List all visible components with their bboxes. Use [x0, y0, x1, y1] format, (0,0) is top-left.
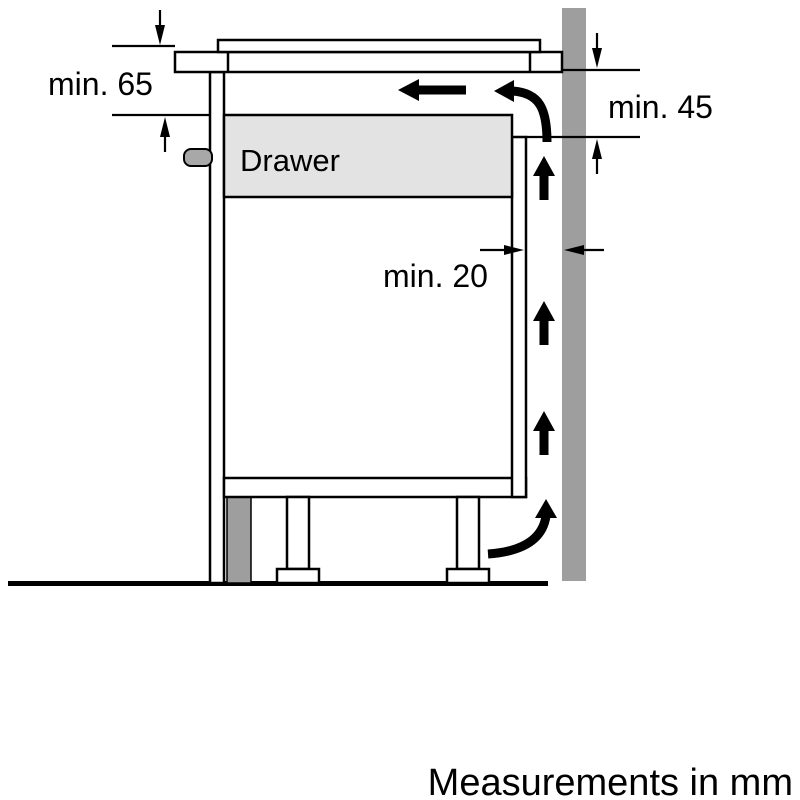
arrow-left-icon [398, 79, 419, 101]
arrow-up-icon [592, 139, 602, 159]
airflow-arrow-up-3 [533, 411, 555, 455]
leg-foot [445, 567, 491, 585]
mounting-bracket [183, 148, 213, 167]
arrow-right-icon [504, 245, 524, 255]
wall [562, 8, 586, 581]
dimension-min-20: min. 20 [383, 245, 604, 294]
airflow-arrow-up-1 [533, 156, 555, 200]
leg-foot [275, 567, 321, 585]
arrow-up-icon [533, 156, 555, 176]
cabinet-leg-left [275, 495, 321, 585]
cabinet-side-panel [208, 70, 226, 585]
arrow-up-icon [160, 117, 170, 137]
measurements-note: Measurements in mm [428, 762, 793, 800]
arrow-left-icon [564, 245, 584, 255]
dim-min-65-label: min. 65 [48, 66, 153, 102]
dim-min-20-label: min. 20 [383, 258, 488, 294]
leg-stem [455, 495, 481, 571]
hob-glass [216, 38, 542, 54]
cabinet-leg-right [445, 495, 491, 585]
cabinet-bottom-panel [222, 476, 528, 499]
arrow-up-icon [533, 411, 555, 431]
arrow-shaft [512, 86, 552, 143]
airflow-arrow-bottom-curved [487, 499, 557, 559]
arrow-down-icon [155, 25, 165, 45]
plinth-panel [226, 496, 252, 584]
airflow-arrow-top-curved [494, 80, 552, 143]
drawer-label: Drawer [240, 143, 340, 178]
worktop [173, 50, 564, 74]
cabinet-rear-panel [510, 135, 528, 499]
airflow-arrow-up-2 [533, 301, 555, 345]
arrow-shaft [487, 515, 551, 559]
dimension-min-65: min. 65 [48, 10, 210, 152]
airflow-arrow-left [398, 79, 466, 101]
arrow-down-icon [592, 48, 602, 68]
arrow-up-icon [535, 499, 557, 518]
arrow-up-icon [533, 301, 555, 321]
dim-min-45-label: min. 45 [608, 89, 713, 125]
leg-stem [285, 495, 311, 571]
drawer-box [222, 113, 514, 199]
arrow-left-icon [494, 80, 514, 102]
